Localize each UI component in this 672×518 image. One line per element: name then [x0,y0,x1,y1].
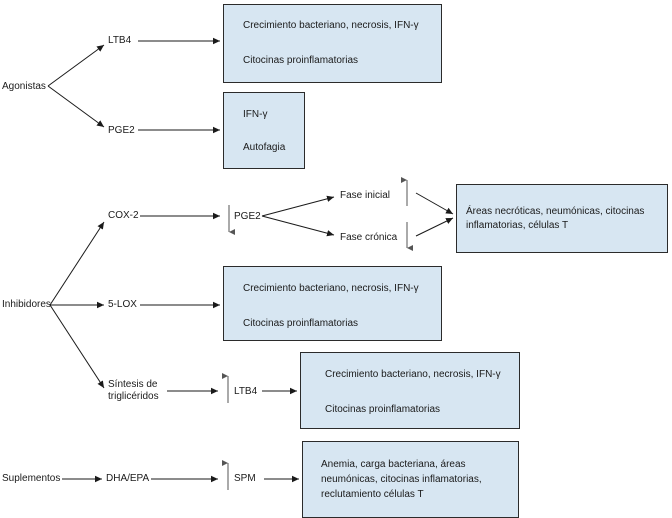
box-line: Citocinas proinflamatorias [243,318,359,329]
label-cox2: COX-2 [108,210,139,221]
box-line: IFN-γ [243,109,268,120]
box-line: inflamatorias, células T [466,220,569,231]
arrow-pge2-fase-cronica [261,215,335,237]
connector-agonistas-ltb4 [47,44,105,87]
label-fase-inicial: Fase inicial [340,190,391,201]
label-ltb4-trig: LTB4 [234,386,258,397]
label-inhibidores: Inhibidores [2,299,51,310]
effect-box-ltb4-triglycerides: Crecimiento bacteriano, necrosis, IFN-γ … [300,352,520,429]
label-5lox: 5-LOX [108,299,137,310]
label-sintesis-2: triglicéridos [108,391,159,402]
effect-box-5lox: Crecimiento bacteriano, necrosis, IFN-γ … [223,266,442,341]
label-fase-cronica: Fase crónica [340,232,398,243]
box-line: Crecimiento bacteriano, necrosis, IFN-γ [243,20,419,31]
label-pge2-cox: PGE2 [234,211,261,222]
effect-box-necrotic-areas: Áreas necróticas, neumónicas, citocinas … [456,184,668,253]
connector-inhibidores-sintesis [49,304,105,389]
box-line: Áreas necróticas, neumónicas, citocinas [466,206,645,217]
box-line: Autofagia [243,142,286,153]
label-spm: SPM [234,473,256,484]
box-line: Crecimiento bacteriano, necrosis, IFN-γ [243,283,419,294]
label-pge2-agonist: PGE2 [108,125,135,136]
arrow-pge2-fase-inicial [261,195,335,217]
effect-box-ltb4-agonist: Crecimiento bacteriano, necrosis, IFN-γ … [223,4,442,83]
arrow-fase-inicial-box3 [415,192,454,215]
box-line: Citocinas proinflamatorias [325,404,441,415]
label-ltb4-agonist: LTB4 [108,35,132,46]
arrow-fase-cronica-box3 [415,217,454,237]
box-line: reclutamiento células T [321,489,424,500]
label-sintesis-1: Síntesis de [108,379,158,390]
box-line: Anemia, carga bacteriana, áreas [321,459,466,470]
effect-box-spm: Anemia, carga bacteriana, áreas neumónic… [302,441,519,518]
label-dha-epa: DHA/EPA [106,473,150,484]
box-line: neumónicas, citocinas inflamatorias, [321,474,482,485]
connector-agonistas-pge2 [47,85,105,128]
connector-inhibidores-cox2 [49,221,105,306]
effect-box-pge2-agonist: IFN-γ Autofagia [223,92,305,169]
label-suplementos: Suplementos [2,473,61,484]
box-line: Crecimiento bacteriano, necrosis, IFN-γ [325,369,501,380]
label-agonistas: Agonistas [2,81,46,92]
box-line: Citocinas proinflamatorias [243,55,359,66]
